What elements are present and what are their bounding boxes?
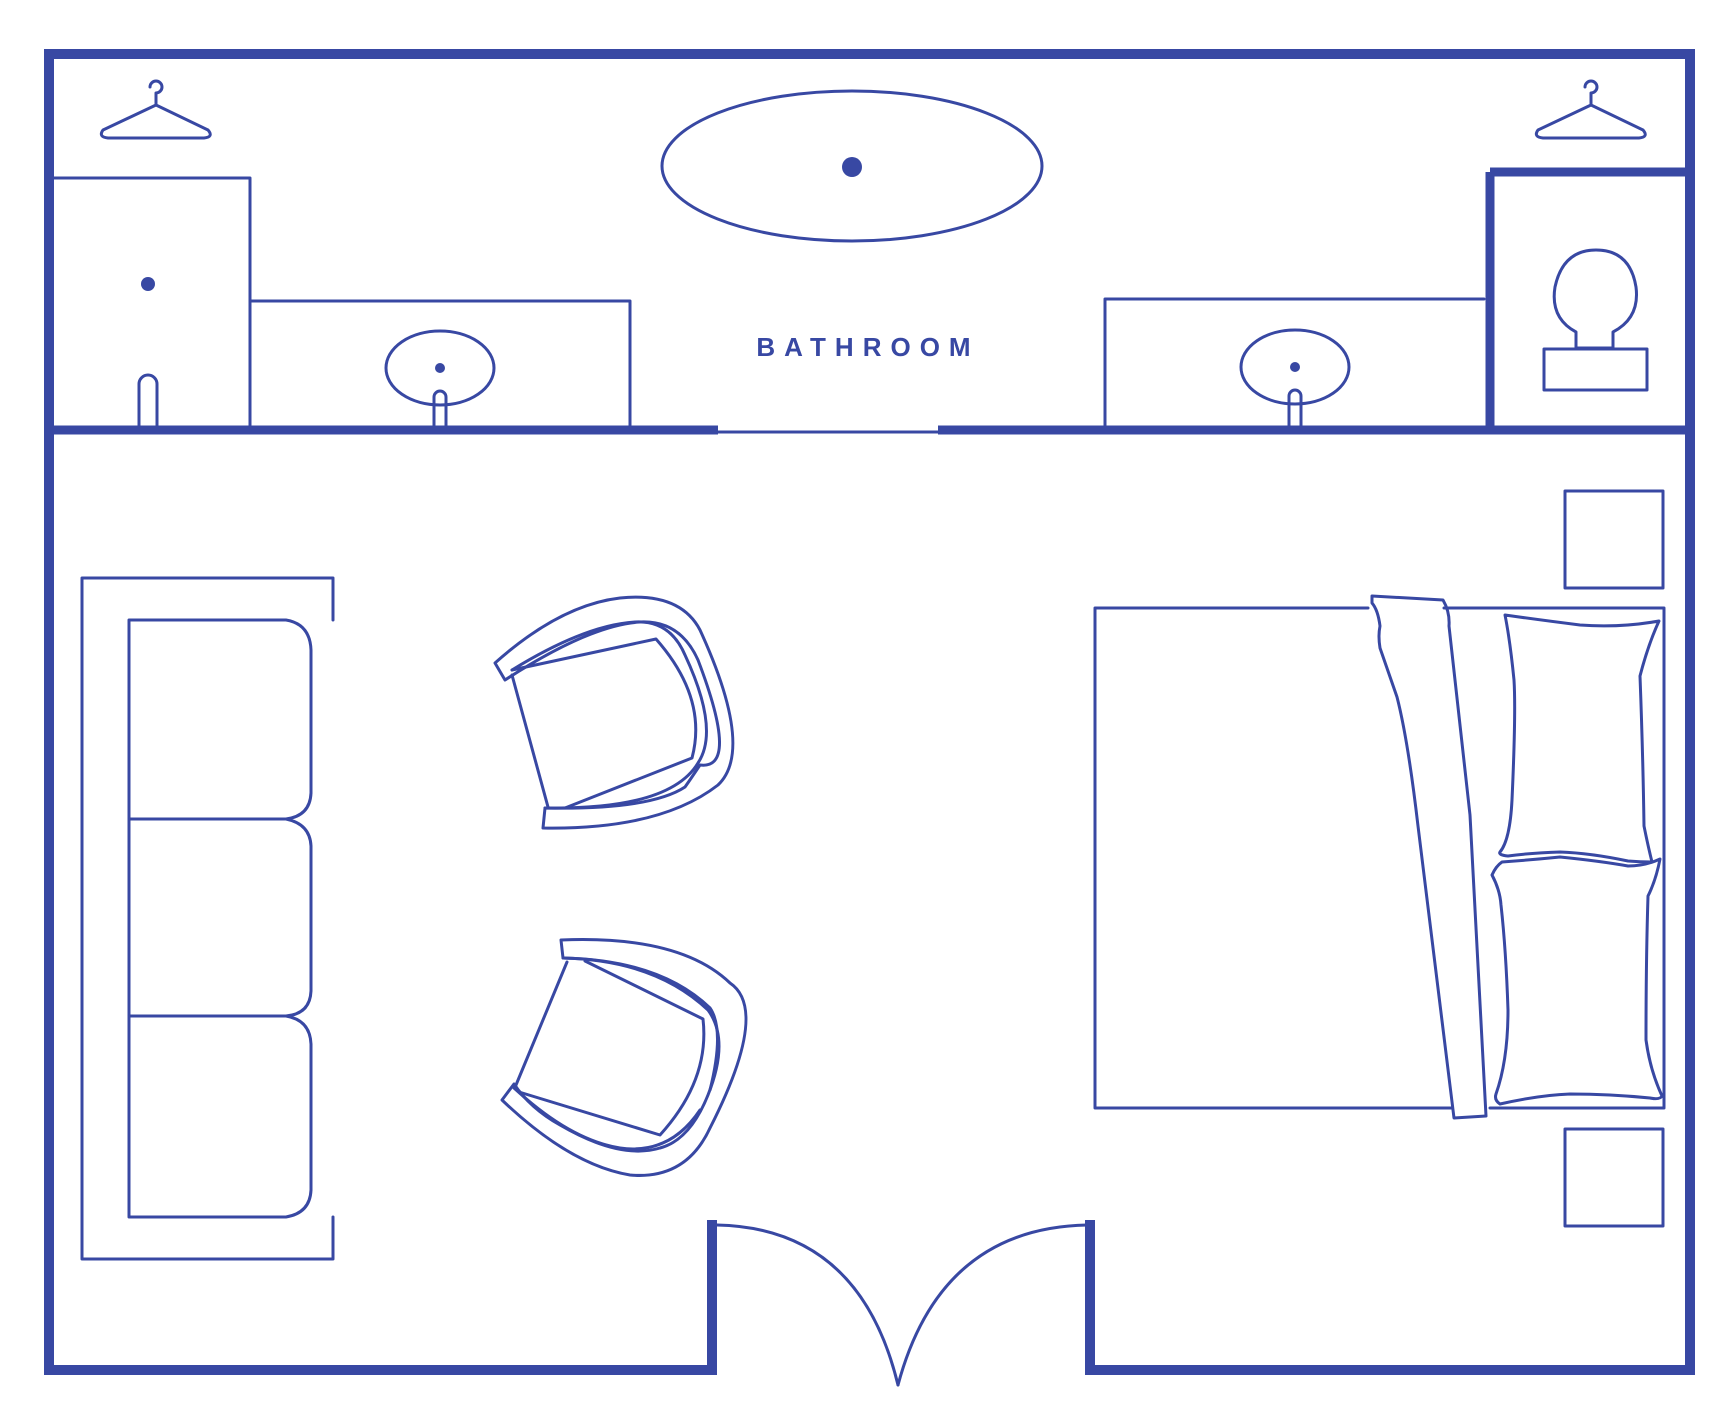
closet-cabinet bbox=[47, 176, 252, 432]
sofa bbox=[80, 576, 335, 1261]
door-leaf-left bbox=[715, 1223, 900, 1387]
toilet bbox=[1542, 248, 1649, 392]
duvet-fold bbox=[1370, 594, 1488, 1120]
bathroom-label: BATHROOM bbox=[756, 332, 979, 362]
bathroom-wall bbox=[49, 167, 1690, 435]
armchair-bottom bbox=[500, 938, 748, 1177]
vanity-sink-right bbox=[1103, 297, 1486, 432]
hanger-icon-left bbox=[99, 79, 212, 140]
outer-walls bbox=[44, 49, 1695, 1375]
sofa-cushion-middle bbox=[127, 817, 313, 1018]
vanity-sink-left bbox=[248, 299, 632, 432]
bed bbox=[1093, 594, 1666, 1120]
double-door bbox=[715, 1223, 1089, 1387]
sofa-cushion-top bbox=[127, 618, 313, 821]
pillow-bottom bbox=[1490, 855, 1664, 1106]
bathtub bbox=[660, 89, 1044, 243]
door-leaf-right bbox=[896, 1223, 1089, 1387]
pillow-top bbox=[1498, 613, 1661, 864]
sofa-cushion-bottom bbox=[127, 1014, 313, 1219]
nightstand-bottom bbox=[1563, 1127, 1665, 1228]
hanger-icon-right bbox=[1534, 79, 1647, 140]
nightstand-top bbox=[1563, 489, 1665, 590]
armchair-top bbox=[493, 595, 735, 830]
